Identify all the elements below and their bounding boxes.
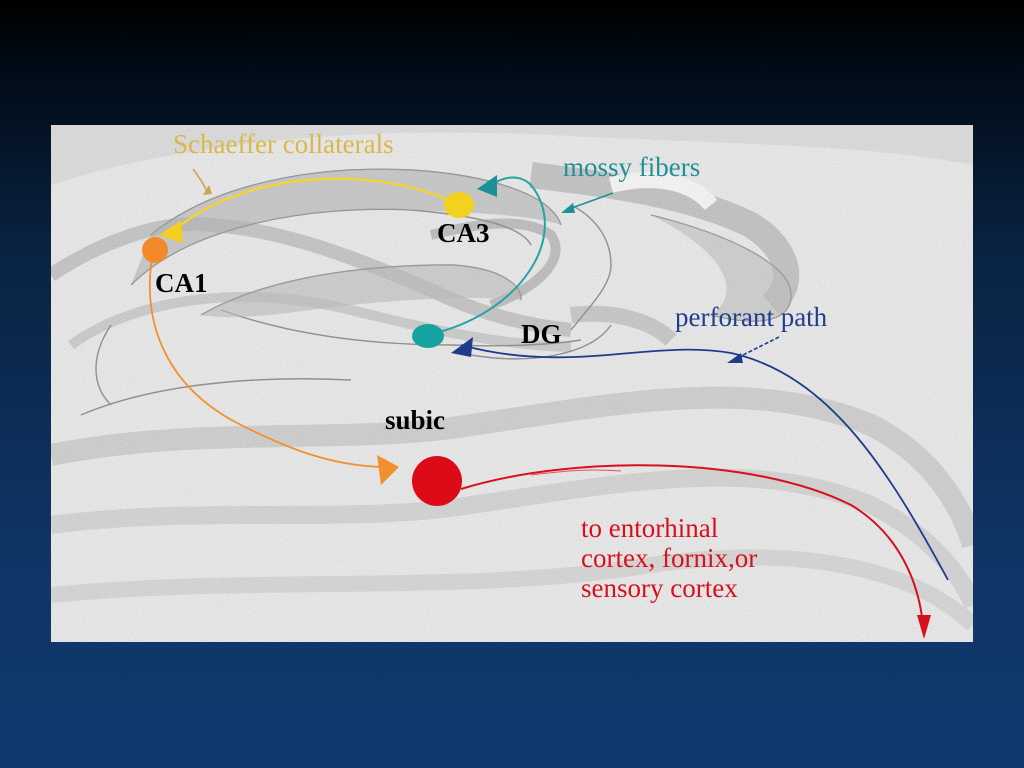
subic-output-arrowhead-icon bbox=[917, 615, 931, 639]
perforant-path-label: perforant path bbox=[675, 302, 828, 332]
dg-label: DG bbox=[521, 319, 562, 349]
subic-node bbox=[412, 456, 462, 506]
mossy-fibers-path bbox=[426, 176, 546, 336]
mossy-pointer-arrow-icon bbox=[568, 192, 614, 210]
schaeffer-pointer-arrow-icon bbox=[192, 168, 208, 192]
ca1-to-subic-arrowhead-icon bbox=[377, 455, 399, 485]
ca1-label: CA1 bbox=[155, 268, 208, 298]
subic-output-path bbox=[460, 464, 924, 626]
output-line-2: cortex, fornix,or bbox=[581, 543, 758, 573]
schaeffer-collaterals-label: Schaeffer collaterals bbox=[173, 129, 394, 159]
tissue-shading bbox=[51, 125, 973, 642]
subic-output-hatch bbox=[530, 469, 622, 476]
mossy-fibers-label: mossy fibers bbox=[563, 152, 701, 182]
hippocampus-tissue-drawing bbox=[51, 125, 973, 642]
schaeffer-collaterals-path bbox=[180, 177, 460, 226]
ca1-node bbox=[142, 237, 168, 263]
ca1-to-subic-path bbox=[148, 252, 382, 468]
mossy-fibers-arrowhead-icon bbox=[477, 175, 497, 197]
perforant-arrowhead-icon bbox=[451, 337, 473, 357]
perforant-pointer-tip-icon bbox=[727, 353, 743, 363]
perforant-path-line bbox=[460, 344, 949, 581]
output-line-1: to entorhinal bbox=[581, 513, 719, 543]
schaeffer-arrowhead-icon bbox=[159, 221, 183, 243]
output-label: to entorhinal cortex, fornix,or sensory … bbox=[581, 513, 757, 603]
mossy-pointer-tip-icon bbox=[561, 203, 575, 213]
hippocampus-diagram: Schaeffer collaterals mossy fibers perfo… bbox=[51, 125, 973, 642]
output-line-3: sensory cortex bbox=[581, 573, 738, 603]
schaeffer-pointer-tip-icon bbox=[203, 185, 212, 195]
subic-label: subic bbox=[385, 405, 446, 435]
ca3-label: CA3 bbox=[437, 218, 490, 248]
dg-node bbox=[412, 324, 444, 348]
ca3-node bbox=[444, 192, 474, 218]
